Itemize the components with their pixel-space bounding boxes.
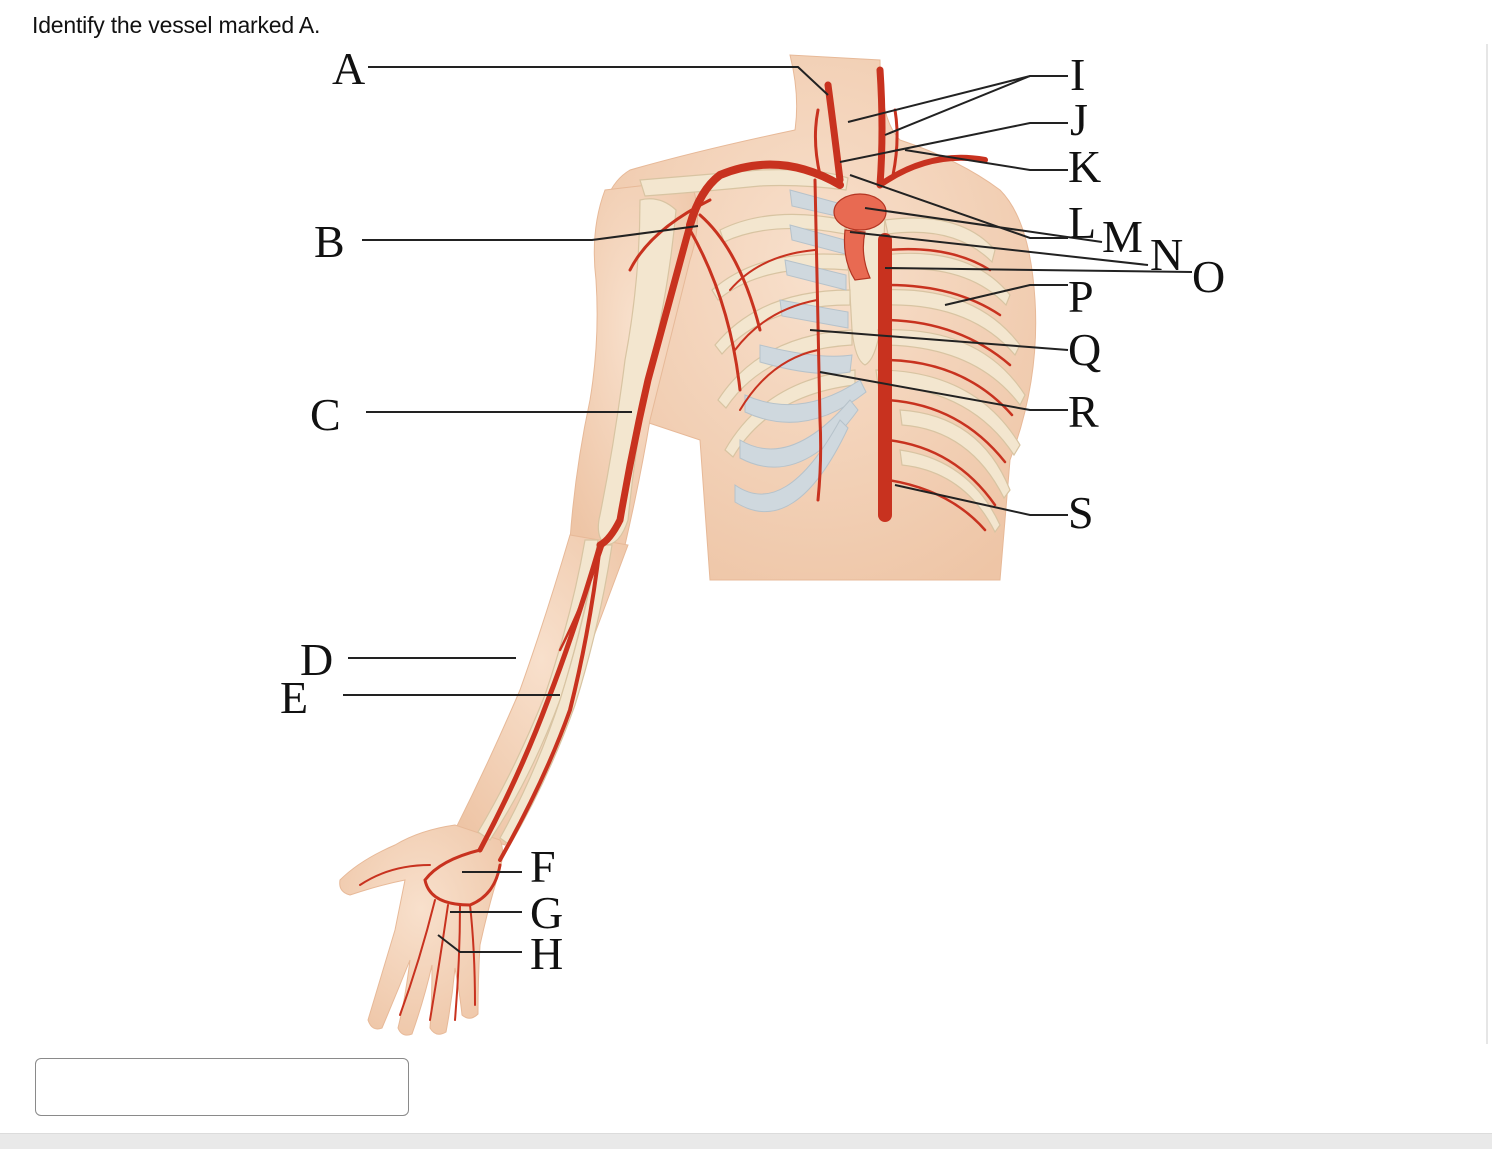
label-I: I [1070,49,1085,100]
label-Q: Q [1068,324,1101,375]
label-P: P [1068,271,1094,322]
costal-cartilage [734,189,867,512]
figure-labels: A B C D E F G H I J K L M N O P Q R S [280,43,1225,979]
label-M: M [1102,211,1143,262]
label-G: G [530,887,563,938]
label-E: E [280,672,308,723]
content-divider [1486,44,1488,1044]
label-H: H [530,928,563,979]
label-N: N [1150,229,1183,280]
label-R: R [1068,386,1099,437]
label-S: S [1068,487,1094,538]
arteries [359,66,1014,1021]
label-C: C [310,389,341,440]
label-J: J [1070,94,1088,145]
label-D: D [300,634,333,685]
label-B: B [314,216,345,267]
label-F: F [530,841,556,892]
arm-thorax-arteries-diagram: A B C D E F G H I J K L M N O P Q R S [280,43,1225,1036]
label-L: L [1068,197,1096,248]
label-A: A [332,43,365,94]
label-O: O [1192,251,1225,302]
leader-lines [343,66,1193,953]
label-K: K [1068,141,1101,192]
answer-input[interactable] [35,1058,409,1116]
skeleton [477,169,1026,846]
body-silhouette [339,54,1037,1036]
horizontal-scrollbar[interactable] [0,1133,1492,1149]
question-text: Identify the vessel marked A. [32,12,321,38]
